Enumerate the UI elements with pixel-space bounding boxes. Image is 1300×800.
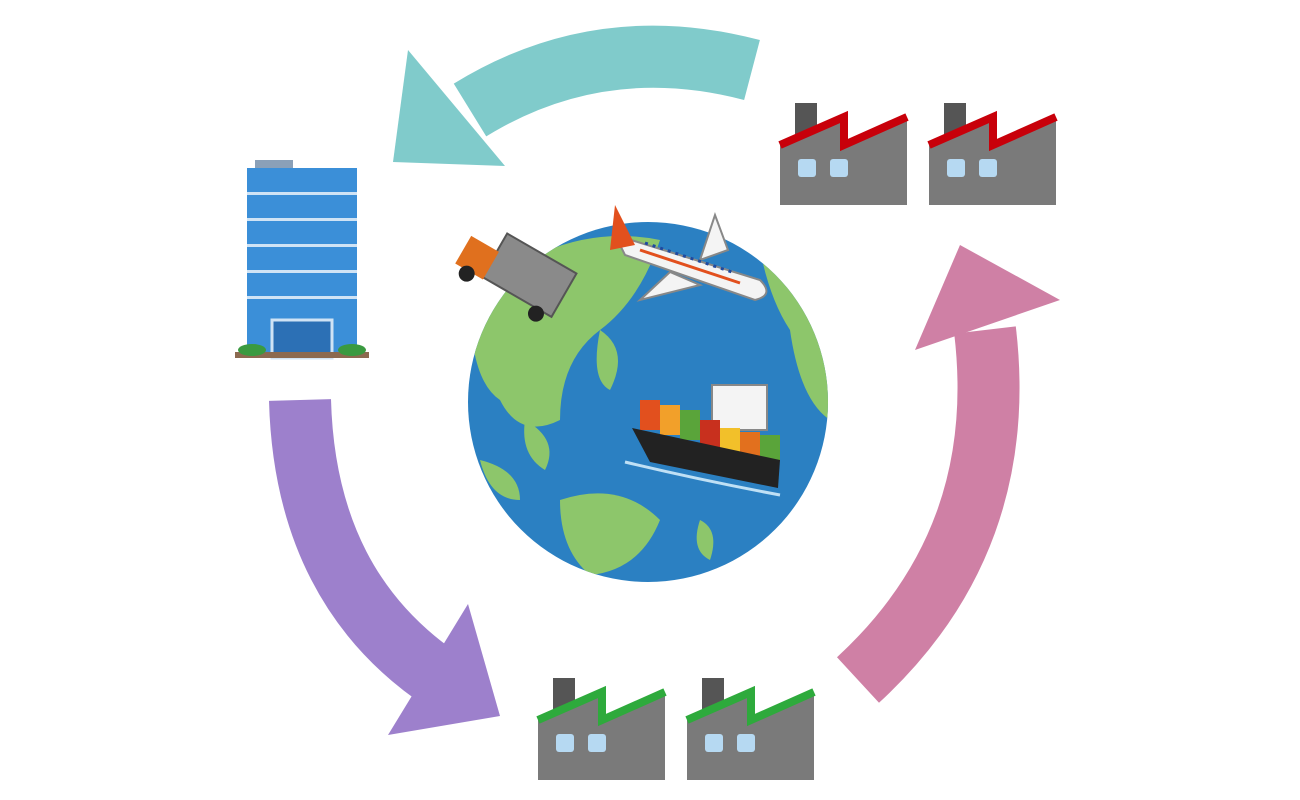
factory-icon [536,678,667,780]
arrow-purple [269,398,500,735]
container-ship-icon [624,384,781,497]
arrow-pink [836,245,1060,703]
factory-icon [927,103,1058,205]
truck-icon [455,232,578,322]
office-building-icon [235,160,369,360]
airplane-icon [610,205,768,302]
factory-icon [778,103,909,205]
factory-icon [685,678,816,780]
arrow-teal [393,25,760,166]
